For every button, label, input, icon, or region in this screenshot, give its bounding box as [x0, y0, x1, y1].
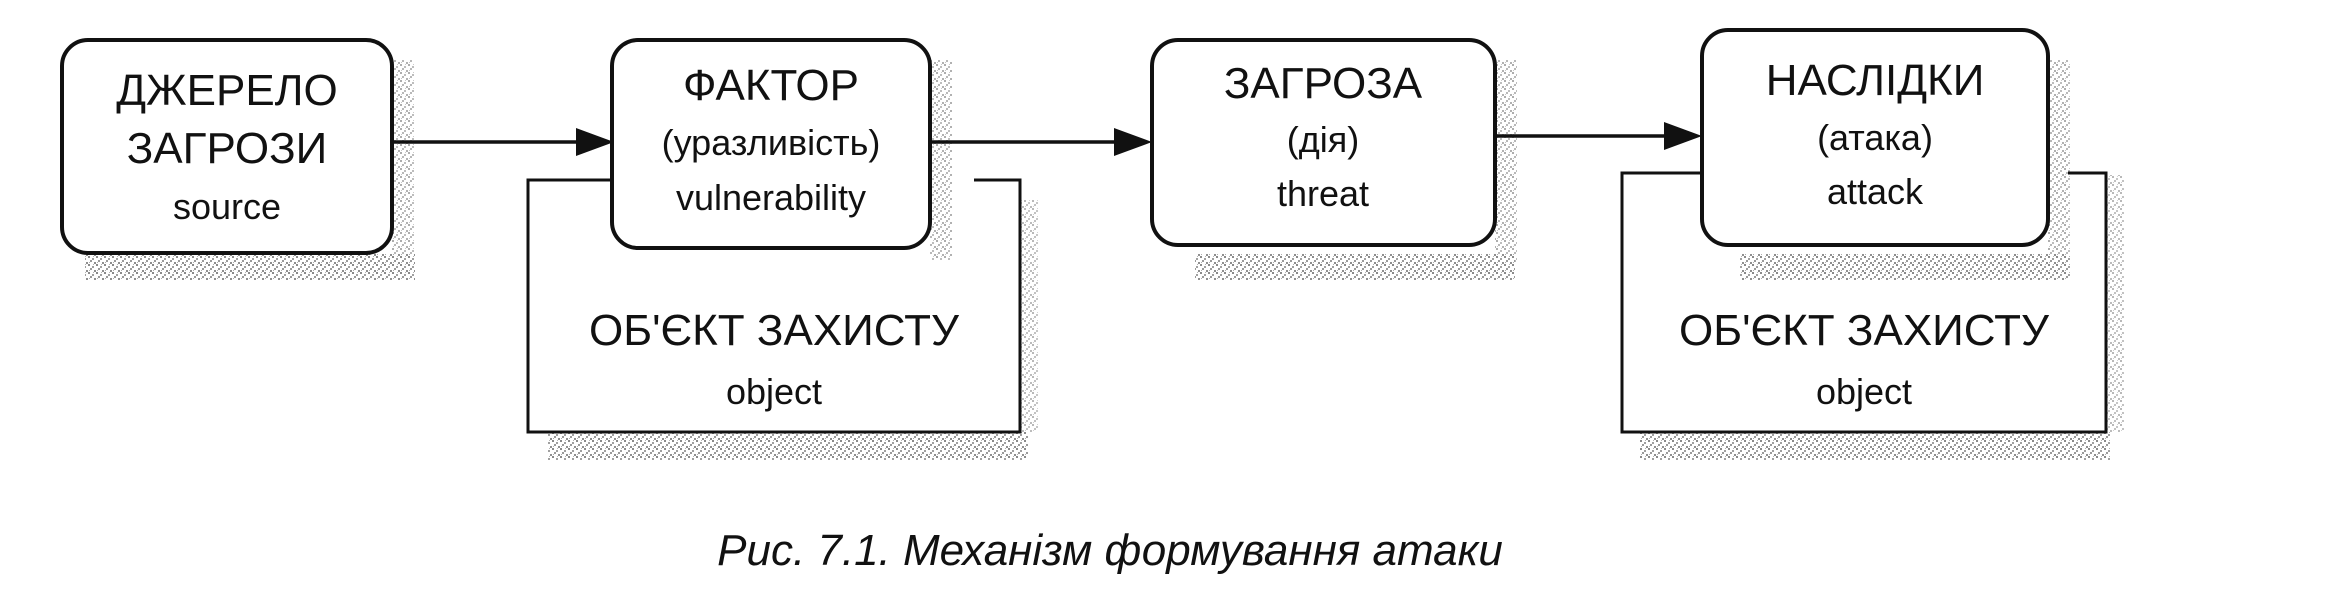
box-source-line-2: ЗАГРОЗИ — [127, 124, 328, 173]
box-threat-line-1: ЗАГРОЗА — [1224, 59, 1423, 108]
object-2-title: ОБ'ЄКТ ЗАХИСТУ — [1679, 306, 2050, 355]
box-source-line-3: source — [173, 186, 281, 227]
figure-caption: Рис. 7.1. Механізм формування атаки — [717, 526, 1503, 575]
shadow-source-side — [392, 60, 414, 265]
object-2-subtitle: object — [1816, 371, 1912, 412]
shadow-object-2 — [1640, 432, 2110, 460]
box-attack-line-1: НАСЛІДКИ — [1766, 56, 1985, 105]
box-vulnerability: ФАКТОР (уразливість) vulnerability — [610, 38, 932, 250]
box-source: ДЖЕРЕЛО ЗАГРОЗИ source — [60, 38, 394, 255]
arrow-vulnerability-to-threat — [930, 128, 1152, 156]
shadow-attack-side — [2048, 60, 2070, 265]
box-threat: ЗАГРОЗА (дія) threat — [1150, 38, 1497, 247]
arrow-threat-to-attack — [1495, 122, 1702, 150]
box-attack: НАСЛІДКИ (атака) attack — [1700, 28, 2050, 247]
box-vulnerability-line-3: vulnerability — [676, 177, 866, 218]
box-vulnerability-line-1: ФАКТОР — [683, 61, 859, 110]
shadow-object-1-side — [1020, 200, 1038, 432]
shadows — [85, 60, 2124, 460]
shadow-attack — [1740, 254, 2070, 280]
box-vulnerability-line-2: (уразливість) — [662, 122, 881, 163]
arrow-source-to-vulnerability — [392, 128, 614, 156]
box-attack-line-3: attack — [1827, 171, 1924, 212]
object-frame-2: ОБ'ЄКТ ЗАХИСТУ object — [1620, 171, 2108, 434]
object-1-title: ОБ'ЄКТ ЗАХИСТУ — [589, 306, 960, 355]
shadow-vulnerability-side — [930, 60, 952, 260]
box-attack-line-2: (атака) — [1817, 117, 1933, 158]
box-source-line-1: ДЖЕРЕЛО — [116, 66, 338, 115]
shadow-source — [85, 254, 415, 280]
shadow-object-1 — [548, 432, 1028, 460]
object-1-subtitle: object — [726, 371, 822, 412]
object-frame-1: ОБ'ЄКТ ЗАХИСТУ object — [526, 178, 1022, 434]
shadow-threat-side — [1495, 60, 1517, 265]
box-threat-line-3: threat — [1277, 173, 1369, 214]
shadow-threat — [1195, 254, 1515, 280]
box-threat-line-2: (дія) — [1287, 119, 1359, 160]
shadow-object-2-side — [2106, 175, 2124, 432]
